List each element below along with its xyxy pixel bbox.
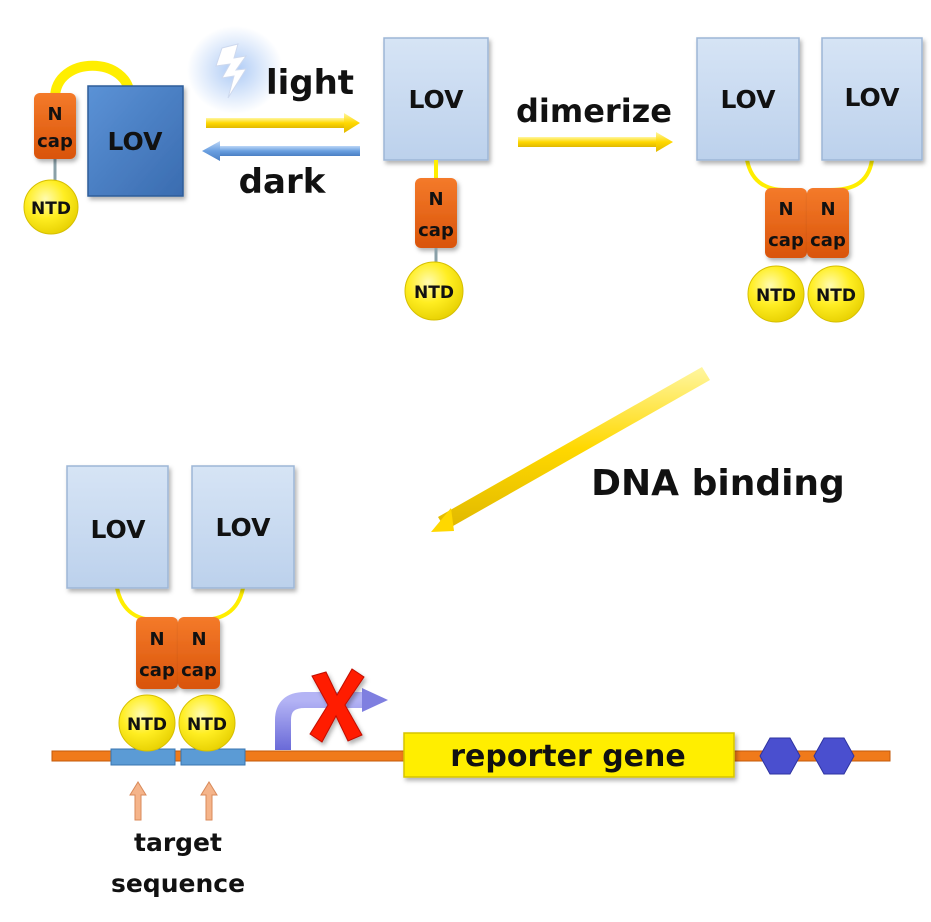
ntd-domain [118,694,176,752]
ntd-label: NTD [816,286,856,306]
ntd-label: NTD [127,715,167,735]
sequence-label: sequence [111,869,245,898]
ntd-domain [747,265,805,323]
ncap-cap-label: cap [768,230,804,251]
lov-domain-light [383,37,489,161]
ncap-domain [136,617,178,689]
lightning-icon [187,26,283,114]
target-label: target [134,828,222,857]
ncap-cap-label: cap [810,230,846,251]
lov-domain-light [821,37,923,161]
ncap-cap-label: cap [37,131,73,152]
hexagon-icon [813,737,855,775]
ncap-domain [807,188,849,258]
promoter-arrow-icon [275,688,388,750]
lov-label: LOV [216,513,272,542]
hexagon-icon [759,737,801,775]
target-arrows [129,781,218,821]
linker [745,159,786,192]
ntd-domain [23,179,79,235]
ntd-domain [404,261,464,321]
ncap-n-label: N [778,199,793,220]
target-sequence-boxes [110,748,246,766]
lov-domain-light [191,465,295,589]
lov-label: LOV [108,127,164,156]
dimerize-label: dimerize [516,92,672,130]
linker [115,587,157,622]
ncap-cap-label: cap [418,220,454,241]
ncap-domain [34,93,76,159]
lov-label: LOV [721,85,777,114]
light-label: light [266,63,354,103]
up-arrow-icon [200,781,218,821]
lov-label: LOV [91,515,147,544]
lov-domain-light [66,465,169,589]
terminator-hexagons [759,737,855,775]
ntd-label: NTD [31,199,71,219]
ncap-n-label: N [191,629,206,650]
ncap-n-label: N [149,629,164,650]
dimerize-arrow [518,132,673,152]
ntd-label: NTD [414,283,454,303]
ncap-n-label: N [428,189,443,210]
dna-bound-dimer: LOV LOV N cap N cap NTD NTD [66,465,295,752]
ntd-label: NTD [187,715,227,735]
ntd-label: NTD [756,286,796,306]
ncap-n-label: N [47,104,62,125]
reporter-gene-label: reporter gene [450,739,685,774]
ncap-cap-label: cap [181,660,217,681]
light-arrow [206,113,360,133]
lov-domain-dark [87,85,184,197]
dimer-complex: LOV LOV N cap N cap NTD NTD [696,37,923,323]
ncap-domain [178,617,220,689]
dark-label: dark [239,162,327,202]
ncap-domain [415,178,457,248]
ntd-domain [178,694,236,752]
linker [50,60,135,99]
reporter-gene: reporter gene [403,732,735,778]
dna-binding-label: DNA binding [591,463,845,504]
lov-label: LOV [409,85,465,114]
light-state-monomer: LOV N cap NTD [383,37,489,321]
lov-domain-light [696,37,800,161]
target-box [180,748,246,766]
ntd-domain [807,265,865,323]
blocked-x-icon [309,668,365,743]
dark-arrow [202,141,360,161]
up-arrow-icon [129,781,147,821]
ncap-domain [765,188,807,258]
dna-binding-arrow [431,367,710,532]
linker [199,587,245,622]
target-box [110,748,176,766]
lov-label: LOV [845,83,901,112]
ncap-cap-label: cap [139,660,175,681]
dark-state-complex: LOV N cap NTD [23,60,184,235]
ncap-n-label: N [820,199,835,220]
linker [829,159,874,192]
